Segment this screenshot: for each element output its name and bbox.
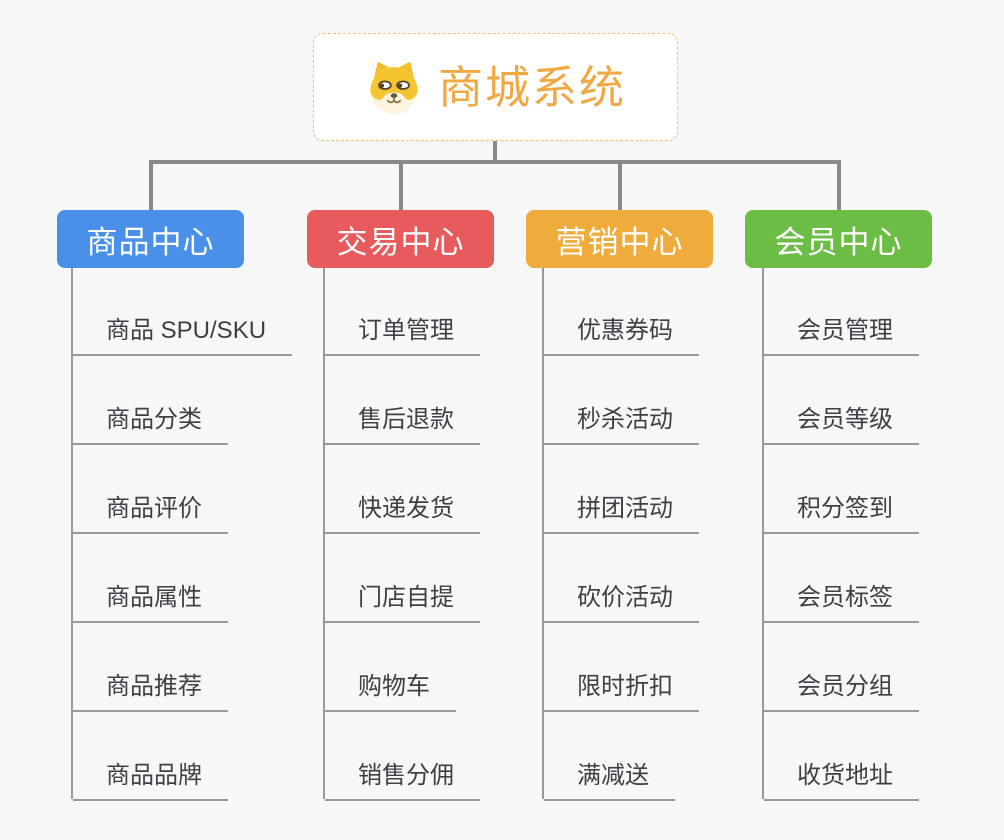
topic-item[interactable]: 门店自提	[325, 582, 480, 623]
branch-children-marketing-center: 优惠券码 秒杀活动 拼团活动 砍价活动 限时折扣 满减送	[542, 268, 699, 801]
connector-drop-trade	[399, 160, 403, 210]
topic-item[interactable]: 会员标签	[764, 582, 919, 623]
topic-item[interactable]: 收货地址	[764, 760, 919, 801]
topic-item[interactable]: 优惠券码	[544, 315, 699, 356]
branch-children-product-center: 商品 SPU/SKU 商品分类 商品评价 商品属性 商品推荐 商品品牌	[71, 268, 293, 801]
topic-item[interactable]: 商品评价	[73, 493, 228, 534]
branch-children-trade-center: 订单管理 售后退款 快递发货 门店自提 购物车 销售分佣	[323, 268, 480, 801]
branch-label: 商品中心	[86, 224, 215, 260]
topic-item[interactable]: 商品分类	[73, 404, 228, 445]
branch-children-member-center: 会员管理 会员等级 积分签到 会员标签 会员分组 收货地址	[762, 268, 919, 801]
connector-horizontal-bus	[149, 160, 841, 164]
topic-item[interactable]: 商品品牌	[73, 760, 228, 801]
branch-node-product-center[interactable]: 商品中心	[57, 210, 244, 268]
root-title: 商城系统	[437, 61, 626, 113]
root-node[interactable]: 商城系统	[313, 33, 678, 141]
topic-item[interactable]: 积分签到	[764, 493, 919, 534]
topic-item[interactable]: 拼团活动	[544, 493, 699, 534]
topic-item[interactable]: 购物车	[325, 671, 456, 712]
topic-item[interactable]: 砍价活动	[544, 582, 699, 623]
branch-node-marketing-center[interactable]: 营销中心	[526, 210, 713, 268]
topic-item[interactable]: 秒杀活动	[544, 404, 699, 445]
topic-item[interactable]: 订单管理	[325, 315, 480, 356]
branch-label: 营销中心	[555, 224, 684, 260]
shiba-dog-icon	[365, 58, 423, 116]
connector-drop-product	[149, 160, 153, 210]
topic-item[interactable]: 售后退款	[325, 404, 480, 445]
branch-label: 交易中心	[336, 224, 465, 260]
topic-item[interactable]: 满减送	[544, 760, 675, 801]
branch-label: 会员中心	[774, 224, 903, 260]
topic-item[interactable]: 限时折扣	[544, 671, 699, 712]
topic-item[interactable]: 会员管理	[764, 315, 919, 356]
connector-drop-member	[837, 160, 841, 210]
topic-item[interactable]: 会员等级	[764, 404, 919, 445]
topic-item[interactable]: 会员分组	[764, 671, 919, 712]
topic-item[interactable]: 销售分佣	[325, 760, 480, 801]
topic-item[interactable]: 商品属性	[73, 582, 228, 623]
topic-item[interactable]: 商品 SPU/SKU	[73, 315, 293, 356]
branch-node-member-center[interactable]: 会员中心	[745, 210, 932, 268]
connector-drop-marketing	[618, 160, 622, 210]
topic-item[interactable]: 商品推荐	[73, 671, 228, 712]
connector-root-stem	[493, 141, 497, 162]
branch-node-trade-center[interactable]: 交易中心	[307, 210, 494, 268]
topic-item[interactable]: 快递发货	[325, 493, 480, 534]
